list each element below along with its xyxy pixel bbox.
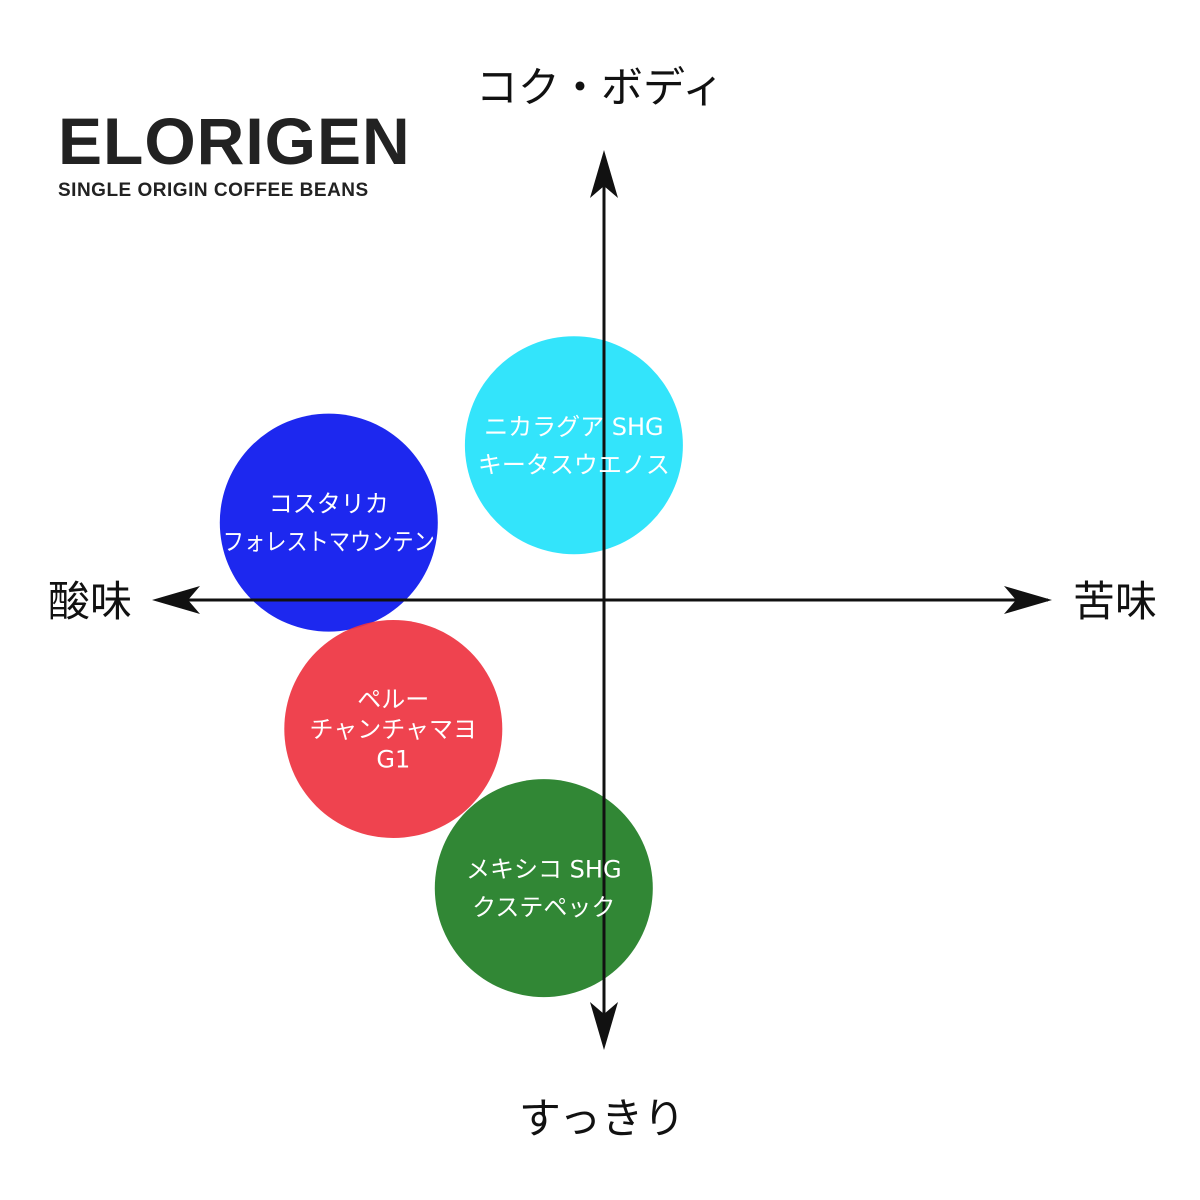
bean-circle-2 — [284, 620, 503, 838]
axis-label-top: コク・ボディ — [476, 63, 724, 112]
bean-circle-0 — [464, 336, 683, 555]
bean-labels: ニカラグア SHG キータスウエノスコスタリカフォレストマウンテンペルーチャンチャ… — [223, 413, 670, 922]
bean-label-1-0: コスタリカ — [269, 490, 389, 518]
bean-label-3-1: クステペック — [472, 894, 615, 922]
bean-circle-1 — [219, 413, 438, 632]
bean-label-2-0: ペルー — [357, 686, 429, 714]
bean-label-1-1: フォレストマウンテン — [223, 528, 435, 556]
axes — [152, 150, 1052, 1050]
bean-label-0-1: キータスウエノス — [478, 451, 670, 479]
logo-subtitle: SINGLE ORIGIN COFFEE BEANS — [58, 180, 369, 201]
arrow-down-icon — [590, 1002, 618, 1050]
arrow-left-icon — [152, 586, 200, 614]
bean-label-2-1: チャンチャマヨ — [310, 716, 478, 744]
brand-logo: ELORIGEN SINGLE ORIGIN COFFEE BEANS — [58, 108, 411, 202]
logo-text: ELORIGEN — [58, 104, 411, 178]
axis-label-left: 酸味 — [48, 577, 132, 626]
axis-label-right: 苦味 — [1073, 577, 1157, 626]
bean-label-0-0: ニカラグア SHG — [484, 413, 664, 441]
bean-circle-3 — [434, 779, 653, 998]
bean-label-2-2: G1 — [376, 746, 410, 774]
bean-circles — [219, 336, 683, 998]
arrow-right-icon — [1004, 586, 1052, 614]
arrow-up-icon — [590, 150, 618, 198]
axis-label-bottom: すっきり — [519, 1094, 685, 1143]
bean-label-3-0: メキシコ SHG — [466, 856, 622, 884]
